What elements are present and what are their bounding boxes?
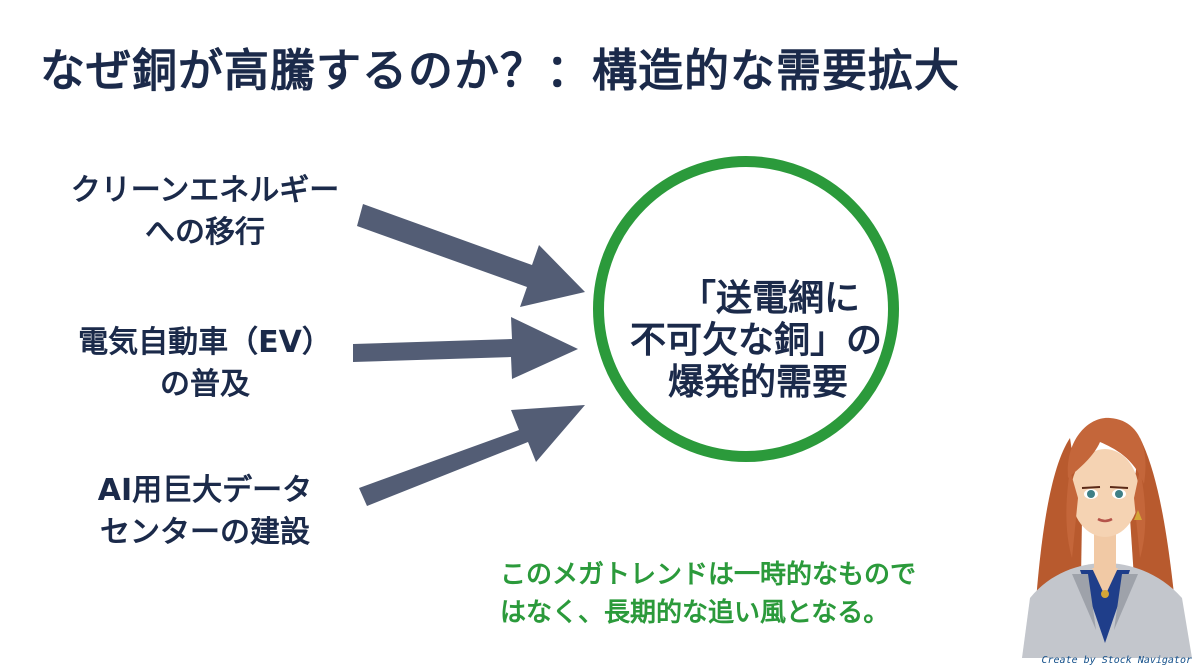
- conclusion-note-line1: このメガトレンドは一時的なもので: [500, 560, 917, 590]
- central-circle: [593, 156, 899, 462]
- conclusion-note-line2: はなく、長期的な追い風となる。: [500, 598, 890, 628]
- central-message-line2: 不可欠な銅」の: [630, 320, 883, 361]
- driver-clean-energy: クリーンエネルギー への移行: [35, 170, 375, 254]
- conclusion-note: このメガトレンドは一時的なもので はなく、長期的な追い風となる。: [500, 556, 916, 632]
- arrow-ev: [353, 317, 578, 379]
- driver-ev: 電気自動車（EV） の普及: [35, 322, 375, 406]
- arrow-ai-datacenter: [359, 405, 585, 506]
- central-message: 「送電網に 不可欠な銅」の 爆発的需要: [600, 275, 930, 407]
- credit-text: Create by Stock Navigator: [1041, 655, 1192, 666]
- central-message-line3: 爆発的需要: [668, 362, 849, 403]
- driver-ev-line1: 電気自動車（EV）: [78, 325, 332, 360]
- driver-ai-datacenter-line2: センターの建設: [100, 515, 310, 550]
- driver-clean-energy-line1: クリーンエネルギー: [70, 173, 340, 208]
- driver-ai-datacenter: AI用巨大データ センターの建設: [35, 470, 375, 554]
- presenter-illustration: [1022, 417, 1192, 658]
- arrow-clean-energy: [357, 204, 585, 307]
- driver-ai-datacenter-line1: AI用巨大データ: [97, 473, 313, 508]
- driver-ev-line2: の普及: [160, 367, 250, 402]
- driver-clean-energy-line2: への移行: [145, 215, 265, 250]
- central-message-line1: 「送電網に: [680, 278, 861, 319]
- page-title: なぜ銅が高騰するのか？：構造的な需要拡大: [40, 44, 961, 97]
